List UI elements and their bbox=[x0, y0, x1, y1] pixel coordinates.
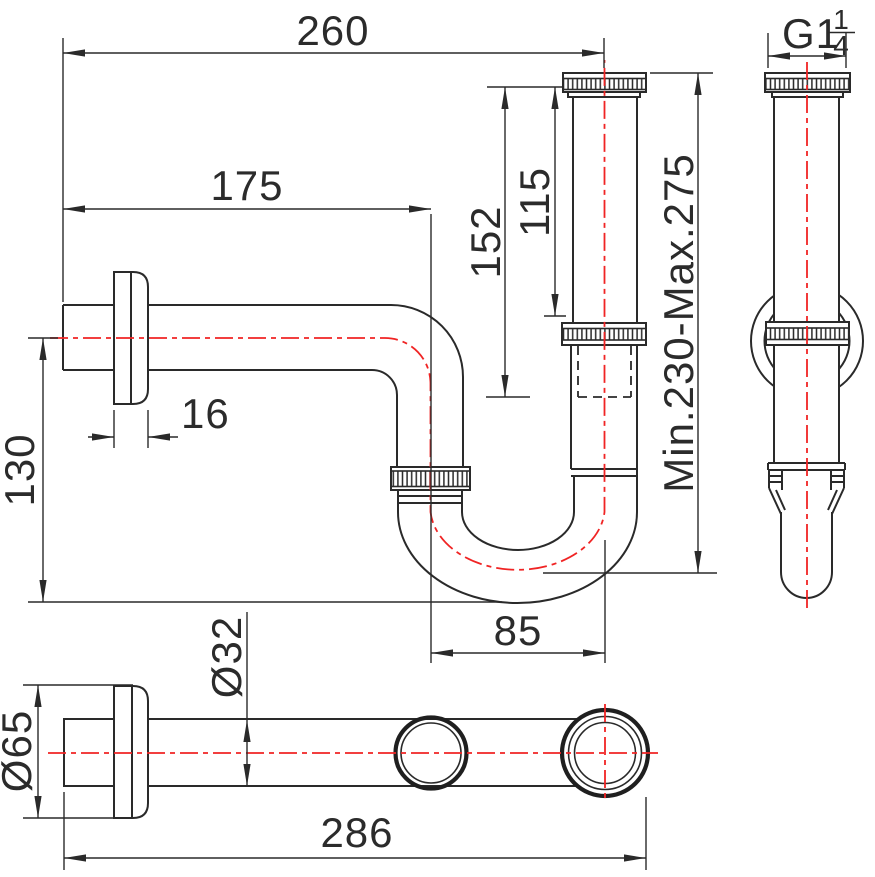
dimension-152: 152 bbox=[462, 87, 509, 397]
dim-16-label: 16 bbox=[181, 390, 230, 437]
dim-152-label: 152 bbox=[462, 205, 509, 278]
dimension-height-range: Min.230-Max.275 bbox=[655, 73, 702, 573]
side-view: G1 1 4 bbox=[750, 4, 864, 608]
inlet-tube-hidden bbox=[577, 346, 632, 398]
riser-upper-tube bbox=[572, 97, 638, 323]
front-view: 260 175 152 115 Min.230-Max.275 130 85 bbox=[0, 7, 717, 663]
bottom-view: Ø65 Ø32 286 bbox=[0, 612, 658, 870]
dimension-85: 85 bbox=[431, 607, 605, 657]
trap-inner bbox=[461, 476, 575, 551]
dimension-286: 286 bbox=[63, 792, 647, 870]
dimension-16: 16 bbox=[88, 390, 230, 441]
trap-outer bbox=[397, 469, 638, 604]
dim-pipe-dia-label: Ø32 bbox=[203, 616, 250, 698]
dim-175-label: 175 bbox=[210, 162, 283, 209]
dim-130-label: 130 bbox=[0, 433, 43, 506]
dim-85-label: 85 bbox=[494, 607, 543, 654]
wall-pipe-inner-outline bbox=[63, 369, 398, 467]
dim-flange-dia-label: Ø65 bbox=[0, 710, 40, 792]
dimension-pipe-diameter: Ø32 bbox=[203, 612, 251, 786]
dimension-115: 115 bbox=[511, 87, 559, 316]
thread-label: G1 bbox=[782, 10, 840, 57]
dimension-130: 130 bbox=[0, 338, 47, 602]
dimension-thread: G1 1 4 bbox=[767, 4, 855, 68]
riser-lower-tube bbox=[570, 345, 638, 469]
front-centerline bbox=[50, 60, 606, 571]
dimension-175: 175 bbox=[63, 162, 431, 213]
wall-pipe-outline bbox=[63, 304, 464, 467]
dimension-260: 260 bbox=[63, 7, 604, 57]
dimension-flange-diameter: Ø65 bbox=[0, 684, 133, 819]
dim-286-label: 286 bbox=[320, 809, 393, 856]
dim-260-label: 260 bbox=[296, 7, 369, 54]
dim-115-label: 115 bbox=[511, 167, 558, 237]
thread-frac-numerator: 1 bbox=[833, 4, 849, 35]
bottom-pipe bbox=[148, 718, 578, 787]
dim-height-range-label: Min.230-Max.275 bbox=[655, 153, 702, 493]
thread-frac-denominator: 4 bbox=[833, 30, 849, 61]
side-pipe-walls bbox=[773, 93, 840, 463]
thread-extension-lines bbox=[767, 33, 847, 68]
